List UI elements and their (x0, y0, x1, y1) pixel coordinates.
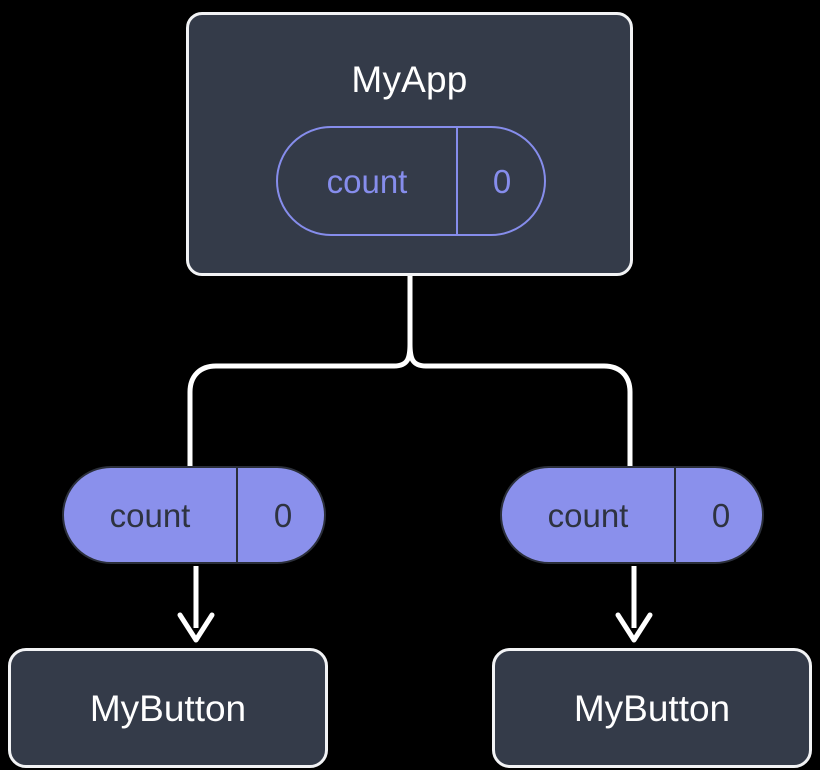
right-state-arrow-head (615, 612, 653, 643)
state-pill-myapp-value: 0 (456, 128, 544, 234)
state-pill-right-value: 0 (674, 468, 762, 562)
component-title-myapp: MyApp (351, 59, 468, 100)
state-pill-myapp-key: count (326, 162, 408, 200)
state-pill-right[interactable]: count 0 (500, 466, 764, 564)
component-title-mybutton-left: MyButton (89, 687, 247, 729)
state-pill-left-key: count (109, 496, 191, 534)
left-state-arrow-head (177, 612, 215, 643)
component-title-mybutton-right: MyButton (573, 687, 731, 729)
state-pill-myapp[interactable]: count 0 (276, 126, 546, 236)
root-fork-connector (187, 273, 633, 471)
state-pill-left-value: 0 (236, 468, 324, 562)
state-pill-left[interactable]: count 0 (62, 466, 326, 564)
component-box-mybutton-left[interactable]: MyButton (8, 648, 328, 768)
component-box-mybutton-right[interactable]: MyButton (492, 648, 812, 768)
state-pill-right-key: count (547, 496, 629, 534)
